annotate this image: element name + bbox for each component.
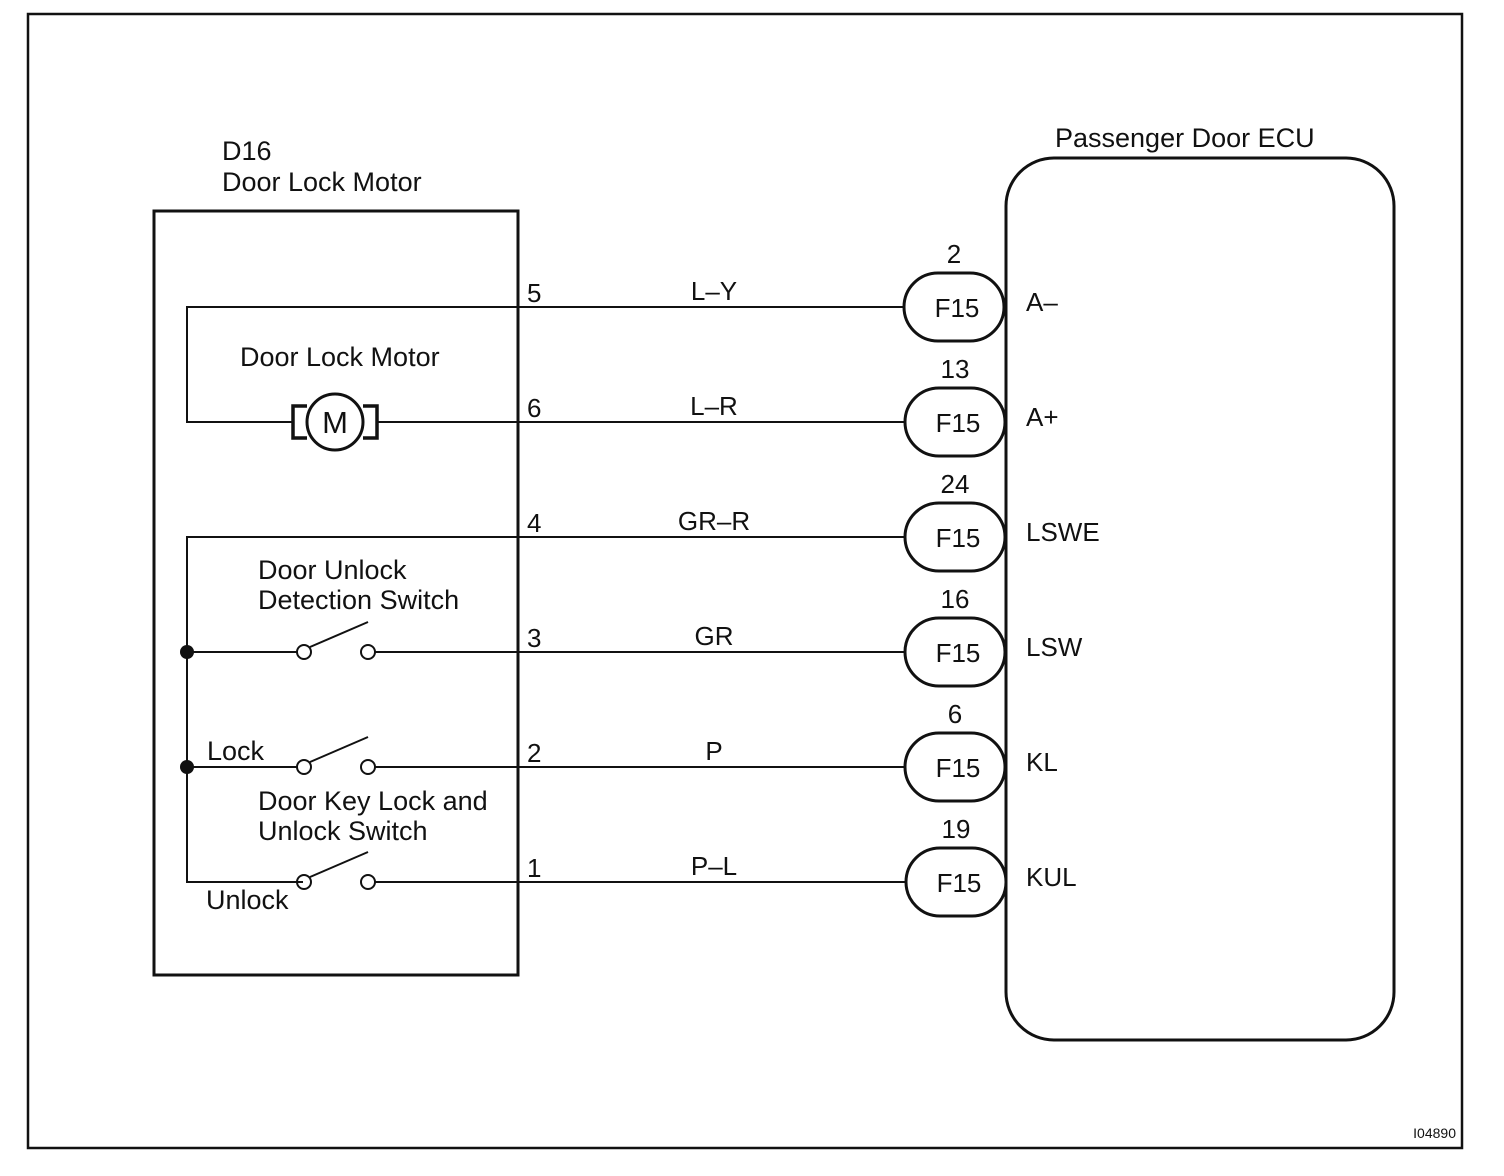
motor-assembly-code: D16 bbox=[222, 136, 272, 166]
ecu-title: Passenger Door ECU bbox=[1055, 123, 1315, 153]
connector-code: F15 bbox=[937, 868, 982, 898]
wire-color-code: L–Y bbox=[691, 276, 737, 306]
unlock-detection-label-2: Detection Switch bbox=[258, 585, 459, 615]
ecu-terminal-name: A+ bbox=[1026, 402, 1059, 432]
ecu-terminal-name: KUL bbox=[1026, 862, 1077, 892]
figure-id: I04890 bbox=[1413, 1125, 1456, 1141]
switch-common-bus bbox=[186, 536, 518, 883]
diagram-frame bbox=[26, 12, 1464, 1150]
ecu-terminal-name: LSWE bbox=[1026, 517, 1100, 547]
ecu-box bbox=[1004, 156, 1396, 1042]
motor-pin-number: 3 bbox=[527, 623, 541, 653]
motor-symbol: M bbox=[322, 405, 348, 440]
wire-color-code: P bbox=[705, 736, 722, 766]
unlock-label: Unlock bbox=[206, 885, 289, 915]
wire-row: 2 P F15 6KL bbox=[518, 699, 1058, 803]
wire-color-code: L–R bbox=[690, 391, 738, 421]
connector-code: F15 bbox=[936, 408, 981, 438]
connector-outline bbox=[903, 386, 1007, 458]
ecu-pin-number: 24 bbox=[941, 469, 970, 499]
ecu-pin-number: 16 bbox=[941, 584, 970, 614]
connector-code: F15 bbox=[936, 753, 981, 783]
key-unlock-switch-icon bbox=[296, 851, 518, 890]
motor-pin-number: 5 bbox=[527, 278, 541, 308]
motor-assembly-box bbox=[152, 209, 520, 977]
lock-label: Lock bbox=[207, 736, 265, 766]
connector-outline bbox=[903, 501, 1007, 573]
connector-outline bbox=[903, 731, 1007, 803]
motor-assembly-title: Door Lock Motor bbox=[222, 167, 422, 197]
ecu-pin-number: 13 bbox=[941, 354, 970, 384]
motor-pin-number: 2 bbox=[527, 738, 541, 768]
connector-outline bbox=[904, 846, 1008, 918]
ecu-pin-number: 6 bbox=[948, 699, 962, 729]
connector-code: F15 bbox=[936, 523, 981, 553]
ecu-terminal-name: KL bbox=[1026, 747, 1058, 777]
ecu-pin-number: 2 bbox=[947, 239, 961, 269]
ecu-pin-number: 19 bbox=[942, 814, 971, 844]
motor-pin-number: 1 bbox=[527, 853, 541, 883]
motor-loop-wire bbox=[186, 306, 518, 423]
motor-pin-number: 4 bbox=[527, 508, 541, 538]
connector-code: F15 bbox=[936, 638, 981, 668]
key-switch-label-1: Door Key Lock and bbox=[258, 786, 488, 816]
key-switch-label-2: Unlock Switch bbox=[258, 816, 428, 846]
connector-code: F15 bbox=[935, 293, 980, 323]
unlock-detection-switch-icon bbox=[187, 621, 518, 660]
ecu-terminal-name: LSW bbox=[1026, 632, 1083, 662]
key-lock-switch-icon bbox=[187, 736, 518, 775]
wire-row: 6 L–R F15 13A+ bbox=[518, 354, 1059, 458]
ecu-terminal-name: A– bbox=[1026, 287, 1058, 317]
motor-icon: M bbox=[291, 392, 379, 452]
connector-outline bbox=[903, 616, 1007, 688]
motor-label: Door Lock Motor bbox=[240, 342, 440, 372]
wire-color-code: GR–R bbox=[678, 506, 750, 536]
connector-outline bbox=[902, 271, 1006, 343]
motor-pin-number: 6 bbox=[527, 393, 541, 423]
unlock-detection-label-1: Door Unlock bbox=[258, 555, 407, 585]
wire-color-code: GR bbox=[695, 621, 734, 651]
wire-row: 5 L–Y F15 2A– bbox=[518, 239, 1058, 343]
wire-color-code: P–L bbox=[691, 851, 737, 881]
